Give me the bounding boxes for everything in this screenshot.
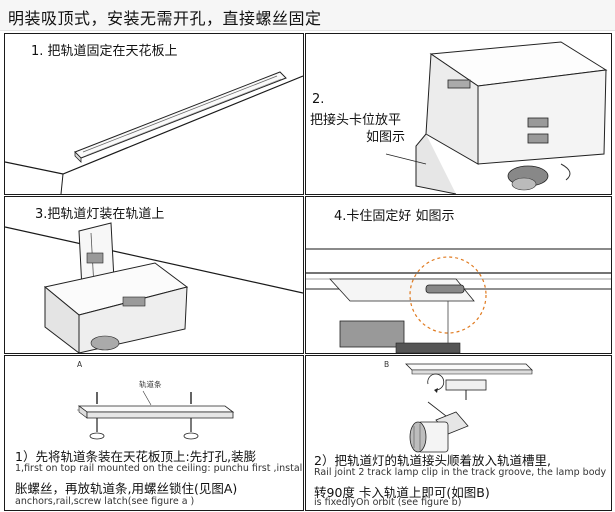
header-bar: 明装吸顶式，安装无需开孔，直接螺丝固定 [0,0,615,31]
mount-lamp-on-rail-illustration [5,222,303,353]
rail-label: 轨道条 [139,380,162,389]
step-5-panel: A 轨道条 1）先将轨道条装在天花板顶上:先打孔,装膨 1,first on t… [4,355,304,511]
step-6-caption-en-1: Rail joint 2 track lamp clip in the trac… [314,467,607,478]
step-2-label-number: 2. [312,92,325,107]
step-2-panel: 2. 把接头卡位放平 如图示 [305,33,612,195]
figure-b-lamp-rotate-illustration [405,363,533,453]
ceiling-rail-illustration [5,71,303,194]
step-1-panel: 1. 把轨道固定在天花板上 [4,33,304,195]
step-2-label-text-2: 如图示 [366,130,406,145]
step-5-caption-en-2: anchors,rail,screw latch(see figure a ) [15,496,195,507]
figure-a-letter: A [77,360,83,369]
step-4-label: 4.卡住固定好 如图示 [334,209,455,224]
step-4-panel: 4.卡住固定好 如图示 [305,196,612,354]
step-5-caption-en-1: 1,first on top rail mounted on the ceili… [15,463,304,474]
step-6-panel: B 2）把轨道灯的轨道接头顺着放入轨道槽里, Rail joint 2 trac… [305,355,612,511]
page-title: 明装吸顶式，安装无需开孔，直接螺丝固定 [8,9,322,28]
step-5-caption-cn-2: 胀螺丝，再放轨道条,用螺丝锁住(见图A) [15,481,238,496]
connector-adapter-illustration [385,41,608,194]
figure-b-letter: B [384,360,390,369]
step-6-caption-en-2: is fixedlyOn orbit (see figure b) [314,497,462,508]
step-6-caption-cn-1: 2）把轨道灯的轨道接头顺着放入轨道槽里, [314,453,551,468]
step-3-panel: 3.把轨道灯装在轨道上 [4,196,304,354]
step-3-label: 3.把轨道灯装在轨道上 [35,207,165,222]
figure-a-rail-screw-illustration [77,390,235,440]
step-6-caption-cn-2: 转90度 卡入轨道上即可(如图B) [314,485,490,500]
step-5-caption-cn-1: 1）先将轨道条装在天花板顶上:先打孔,装膨 [15,449,257,464]
step-2-label-text: 把接头卡位放平 [310,113,402,128]
step-1-label: 1. 把轨道固定在天花板上 [31,44,178,59]
locked-adapter-illustration [306,248,611,353]
